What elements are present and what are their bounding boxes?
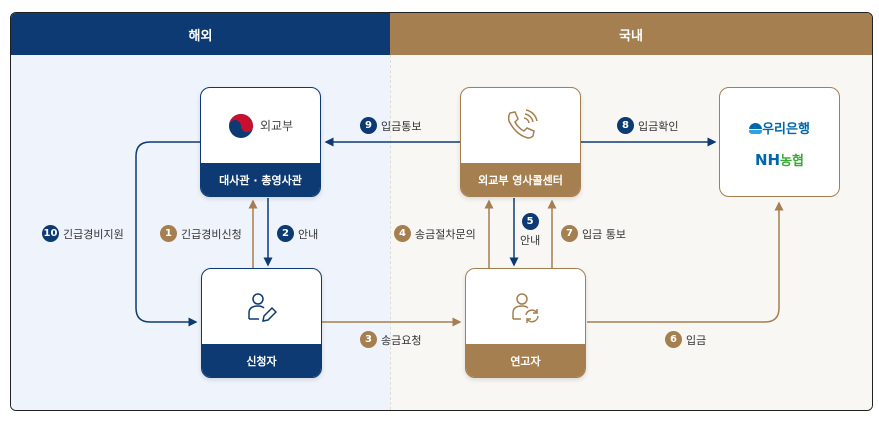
applicant-label: 신청자 [202,344,321,377]
step-10: 10 긴급경비지원 [42,225,124,242]
step-label: 긴급경비신청 [181,227,242,241]
banks-node: 우리은행 NH농협 [719,87,840,197]
woori-logo-icon [749,123,763,134]
phone-icon [507,108,538,139]
step-number-badge: 8 [617,117,634,134]
step-4: 4 송금절차문의 [394,225,476,242]
header-overseas: 해외 [11,13,390,55]
taegeuk-logo-icon [228,113,253,138]
step-number-badge: 7 [561,225,578,242]
embassy-logo-text: 외교부 [259,119,294,133]
step-9: 9 입금통보 [360,117,421,134]
callcenter-label: 외교부 영사콜센터 [461,163,580,196]
step-label: 입금확인 [638,119,679,133]
user-edit-icon [247,292,277,322]
step-8: 8 입금확인 [617,117,678,134]
step-label: 긴급경비지원 [63,227,124,241]
step-number-badge: 2 [277,225,294,242]
relative-node: 연고자 [465,268,586,378]
step-number-badge: 3 [360,331,377,348]
step-label: 입금 [686,333,707,347]
arrow-10 [135,141,200,327]
step-label: 송금요청 [381,333,422,347]
user-refresh-icon [511,292,539,323]
step-number-badge: 9 [360,117,377,134]
relative-label: 연고자 [466,344,585,377]
step-number-badge: 5 [521,213,539,230]
step-6: 6 입금 [665,331,706,348]
step-label: 입금 통보 [582,227,626,241]
step-number-badge: 4 [394,225,411,242]
header-domestic: 국내 [390,13,872,55]
embassy-label: 대사관 · 총영사관 [201,163,320,196]
step-label: 농협 [780,154,805,169]
callcenter-node: 외교부 영사콜센터 [460,87,581,197]
applicant-node: 신청자 [201,268,322,378]
step-label: 입금통보 [381,119,422,133]
step-3: 3 송금요청 [360,331,421,348]
step-7: 7 입금 통보 [561,225,626,242]
arrow-6 [587,201,784,323]
woori-bank-logo: 우리은행 [720,118,839,137]
nh-bank-logo: NH농협 [720,150,839,169]
step-label: 우리은행 [762,122,810,137]
step-label: 송금절차문의 [415,227,476,241]
step-label: NH [754,151,781,169]
step-label: 안내 [298,227,319,241]
step-number-badge: 6 [665,331,682,348]
embassy-node: 외교부 대사관 · 총영사관 [200,87,321,197]
step-label: 안내 [520,234,541,247]
step-number-badge: 10 [42,225,59,242]
step-2: 2 안내 [277,225,318,242]
step-1: 1 긴급경비신청 [160,225,242,242]
step-5: 5 안내 [520,213,540,248]
step-number-badge: 1 [160,225,177,242]
